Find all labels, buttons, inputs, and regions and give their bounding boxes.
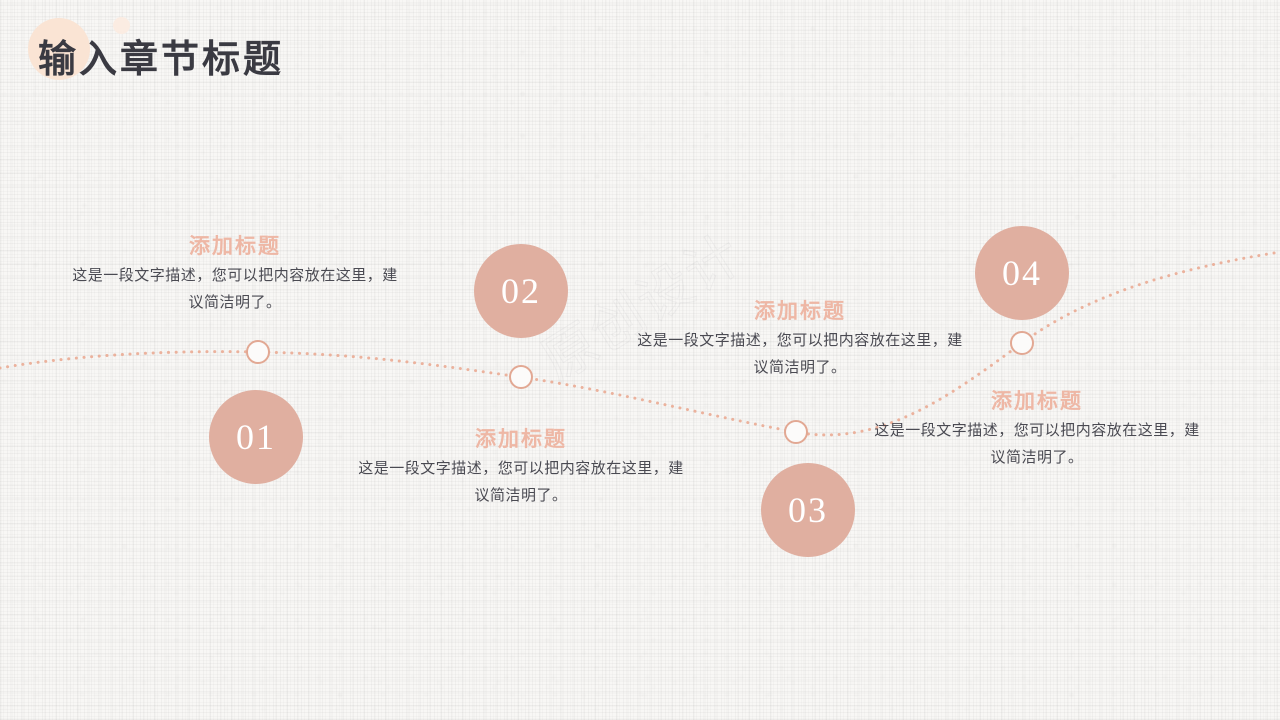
- step-number-badge-01[interactable]: 01: [209, 390, 303, 484]
- step-text-block-04: 添加标题 这是一段文字描述，您可以把内容放在这里，建议简洁明了。: [872, 387, 1202, 472]
- step-body-02: 这是一段文字描述，您可以把内容放在这里，建议简洁明了。: [358, 461, 684, 504]
- step-text-block-03: 添加标题 这是一段文字描述，您可以把内容放在这里，建议简洁明了。: [635, 297, 965, 382]
- step-text-block-02: 添加标题 这是一段文字描述，您可以把内容放在这里，建议简洁明了。: [356, 425, 686, 510]
- step-text-block-01: 添加标题 这是一段文字描述，您可以把内容放在这里，建议简洁明了。: [70, 232, 400, 317]
- step-marker-ring-02: [509, 365, 533, 389]
- step-body-04: 这是一段文字描述，您可以把内容放在这里，建议简洁明了。: [874, 423, 1200, 466]
- title-decoration-circle-small: [113, 17, 130, 34]
- step-marker-ring-01: [246, 340, 270, 364]
- step-marker-ring-04: [1010, 331, 1034, 355]
- step-number-badge-03[interactable]: 03: [761, 463, 855, 557]
- step-number-label-02: 02: [501, 271, 541, 311]
- step-heading-01: 添加标题: [189, 234, 281, 258]
- step-number-badge-04[interactable]: 04: [975, 226, 1069, 320]
- step-number-label-04: 04: [1002, 253, 1042, 293]
- step-number-label-03: 03: [788, 490, 828, 530]
- step-heading-02: 添加标题: [475, 427, 567, 451]
- step-heading-03: 添加标题: [754, 299, 846, 323]
- step-body-03: 这是一段文字描述，您可以把内容放在这里，建议简洁明了。: [637, 333, 963, 376]
- step-number-label-01: 01: [236, 417, 276, 457]
- page-title: 输入章节标题: [38, 39, 285, 81]
- step-body-01: 这是一段文字描述，您可以把内容放在这里，建议简洁明了。: [72, 268, 398, 311]
- step-number-badge-02[interactable]: 02: [474, 244, 568, 338]
- step-heading-04: 添加标题: [991, 389, 1083, 413]
- step-marker-ring-03: [784, 420, 808, 444]
